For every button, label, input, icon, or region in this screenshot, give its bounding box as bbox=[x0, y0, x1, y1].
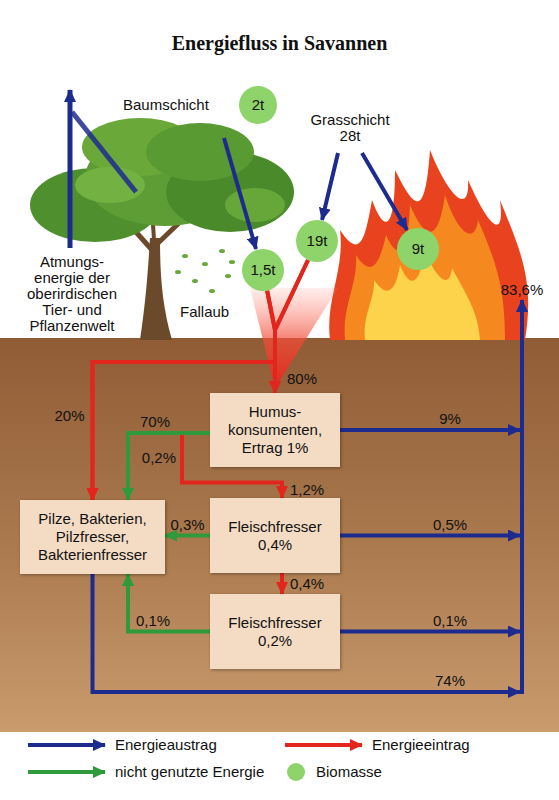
energy-input-arrow bbox=[280, 573, 284, 594]
unused-energy-arrow bbox=[165, 534, 210, 538]
flow-percentage: 80% bbox=[287, 370, 317, 387]
node-text: 0,4% bbox=[258, 536, 292, 554]
above-ground-arrows bbox=[70, 90, 407, 249]
input-percentage: 1,2% bbox=[290, 481, 324, 498]
leaf bbox=[202, 262, 208, 266]
node-text: 0,2% bbox=[258, 632, 292, 650]
leaf bbox=[219, 249, 225, 253]
output-percentage: 83,6% bbox=[501, 281, 544, 298]
legend-arrow-sample bbox=[28, 743, 105, 747]
biomass-circle: 1,5t bbox=[242, 249, 284, 291]
node-text: 19t bbox=[307, 233, 328, 249]
unused-energy-arrow bbox=[128, 433, 210, 500]
layer-label: Grasschicht 28t bbox=[300, 112, 400, 144]
circle-fill bbox=[296, 220, 338, 262]
compartment-box: Humus- konsumenten,Ertrag 1% bbox=[210, 393, 340, 467]
flow-percentage: 0,3% bbox=[170, 516, 204, 533]
node-text: Pilze, Bakterien, Pilzfresser, Bakterien… bbox=[28, 510, 157, 564]
node-text: Fleischfresser bbox=[228, 614, 321, 632]
node-text: Fleischfresser bbox=[228, 518, 321, 536]
unused-energy-arrow bbox=[128, 574, 210, 632]
node-text: Humus- konsumenten, bbox=[218, 403, 332, 439]
layer-label: Baumschicht bbox=[123, 96, 209, 113]
connectors bbox=[93, 260, 309, 632]
energy-output-arrow bbox=[340, 428, 520, 432]
biomass-circle: 9t bbox=[397, 228, 439, 270]
energy-output-arrow bbox=[93, 574, 521, 692]
tree-trunk bbox=[140, 238, 172, 340]
legend-text: Biomasse bbox=[316, 763, 382, 781]
circle-fill bbox=[397, 228, 439, 270]
legend-text: Energieeintrag bbox=[372, 736, 470, 754]
grass-arrow bbox=[362, 153, 407, 230]
litter-label: Fallaub bbox=[180, 303, 229, 320]
legend-arrow-sample bbox=[285, 743, 362, 747]
soil-ground bbox=[0, 338, 559, 732]
grass-fire bbox=[329, 150, 528, 340]
flow-percentage: 20% bbox=[54, 407, 84, 424]
flow-percentage: 0,1% bbox=[136, 612, 170, 629]
node-text: 9t bbox=[412, 241, 425, 257]
diagram-title: Energiefluss in Savannen bbox=[0, 32, 559, 55]
flow-percentage: 0,2% bbox=[142, 449, 176, 466]
compartment-box: Fleischfresser0,4% bbox=[210, 498, 340, 573]
legend-text: nicht genutzte Energie bbox=[115, 763, 264, 781]
flow-percentage: 0,4% bbox=[290, 575, 324, 592]
flow-decoration bbox=[93, 288, 523, 694]
output-percentage: 0,1% bbox=[433, 612, 467, 629]
output-percentage: 74% bbox=[435, 672, 465, 689]
output-percentage: 9% bbox=[439, 410, 461, 427]
respiration-branch bbox=[72, 112, 136, 192]
leaf bbox=[192, 279, 198, 283]
tree-canopy bbox=[225, 188, 285, 222]
circle-fill bbox=[242, 249, 284, 291]
legend-text: Energieaustrag bbox=[115, 736, 217, 754]
node-text: 2t bbox=[252, 97, 265, 113]
leaf bbox=[225, 274, 231, 278]
energy-output-arrow bbox=[520, 300, 524, 694]
flow-percentage: 70% bbox=[140, 413, 170, 430]
respiration-label: Atmungs- energie der oberirdischen Tier-… bbox=[17, 254, 127, 334]
energy-output-arrow bbox=[340, 630, 520, 634]
biomass-circle: 19t bbox=[296, 220, 338, 262]
output-percentage: 0,5% bbox=[433, 516, 467, 533]
leaf bbox=[209, 289, 215, 293]
leaf bbox=[229, 260, 235, 264]
tree-canopy bbox=[75, 167, 145, 203]
grass-arrow bbox=[322, 153, 338, 220]
flame-middle bbox=[345, 195, 505, 340]
flame-outer bbox=[329, 150, 528, 340]
legend-biomass-sample bbox=[287, 763, 305, 781]
compartment-box: Pilze, Bakterien, Pilzfresser, Bakterien… bbox=[20, 500, 165, 574]
litter-arrow bbox=[224, 138, 256, 249]
leaf bbox=[182, 254, 188, 258]
node-text: 1,5t bbox=[250, 262, 275, 278]
legend-arrow-sample bbox=[28, 770, 105, 774]
node-text: Ertrag 1% bbox=[242, 439, 309, 457]
litter-funnel bbox=[250, 288, 338, 388]
energy-output-arrow bbox=[340, 534, 520, 538]
circle-fill bbox=[239, 86, 277, 124]
compartment-box: Fleischfresser0,2% bbox=[210, 594, 340, 669]
falling-leaves bbox=[175, 249, 235, 293]
tree-canopy bbox=[146, 123, 254, 181]
leaf bbox=[175, 270, 181, 274]
biomass-circle: 2t bbox=[239, 86, 277, 124]
